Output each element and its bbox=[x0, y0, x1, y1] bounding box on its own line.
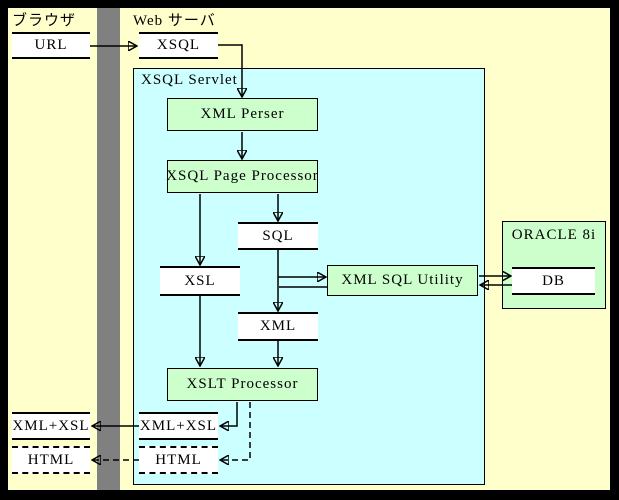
network-divider-bar bbox=[97, 8, 120, 490]
browser-html-box: HTML bbox=[12, 446, 90, 474]
xml-box: XML bbox=[238, 312, 318, 341]
servlet-xml-xsl-box: XML+XSL bbox=[139, 412, 218, 440]
xsl-box: XSL bbox=[160, 266, 240, 296]
xml-sql-utility-box: XML SQL Utility bbox=[327, 265, 478, 296]
browser-region-label: ブラウザ bbox=[12, 13, 77, 29]
servlet-html-box: HTML bbox=[139, 446, 218, 474]
xsql-page-processor-box: XSQL Page Processor bbox=[166, 160, 318, 193]
xslt-processor-box: XSLT Processor bbox=[167, 368, 318, 401]
oracle-label: ORACLE 8i bbox=[511, 227, 597, 243]
xml-parser-box: XML Perser bbox=[167, 98, 318, 131]
url-box: URL bbox=[12, 32, 90, 59]
sql-box: SQL bbox=[238, 222, 318, 250]
browser-xml-xsl-box: XML+XSL bbox=[12, 412, 90, 440]
db-box: DB bbox=[512, 267, 595, 295]
web-server-region-label: Web サーバ bbox=[133, 13, 216, 29]
xsql-servlet-label: XSQL Servlet bbox=[141, 72, 238, 88]
xsql-box: XSQL bbox=[139, 32, 218, 59]
